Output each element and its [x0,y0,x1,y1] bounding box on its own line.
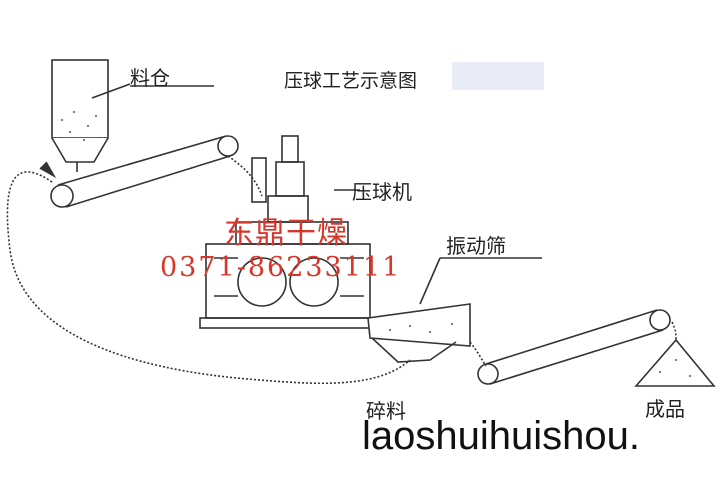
diagram-title: 压球工艺示意图 [284,70,418,92]
vibrating-screen-icon [367,257,542,363]
product-pile-icon [634,338,716,387]
site-watermark: laoshuihuishou. [362,414,640,458]
label-hopper: 料仓 [130,66,170,90]
roller-press-icon [199,135,377,329]
label-vibrating-screen: 振动筛 [446,234,506,258]
title-highlight [452,62,544,90]
watermark-phone: 0371-86233111 [160,252,402,283]
hopper-icon [51,59,214,172]
label-finished-product: 成品 [645,397,685,421]
label-crushed-material: 碎料 [366,399,406,423]
label-ball-press: 压球机 [352,180,412,204]
watermark-company: 东鼎干燥 [224,216,348,251]
